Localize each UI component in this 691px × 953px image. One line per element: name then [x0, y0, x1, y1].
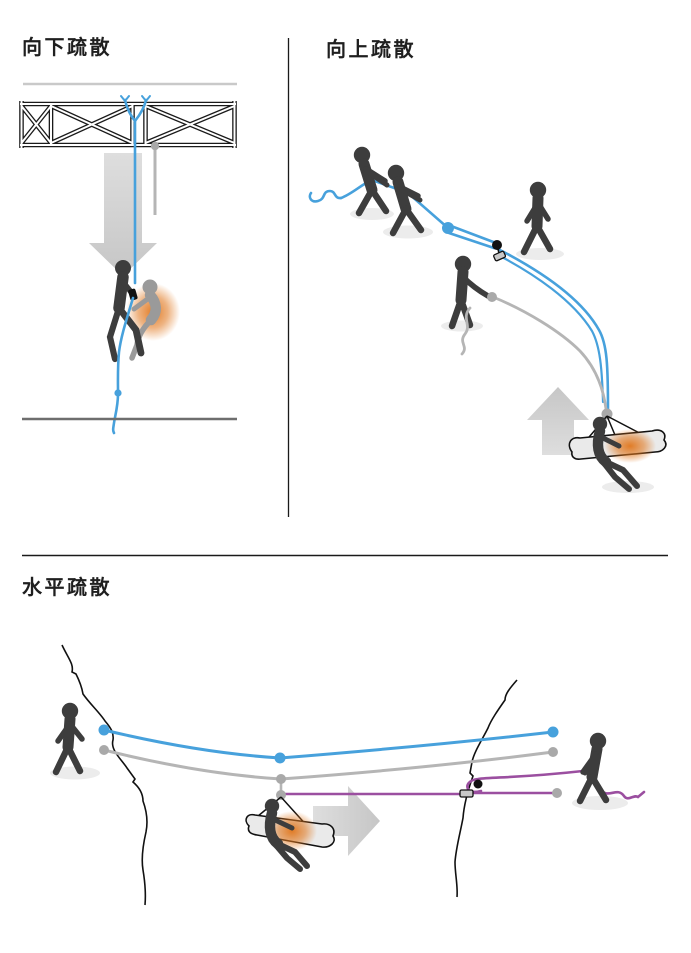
hauler-figure-front	[387, 164, 425, 237]
descent-rope	[120, 95, 151, 285]
track-rope-gray	[103, 748, 554, 781]
belay-rope	[460, 295, 608, 411]
panel-evacuate-horizontal	[50, 644, 646, 906]
rope-tail	[308, 189, 343, 203]
figure-shadows	[50, 766, 628, 810]
roof-truss	[19, 101, 237, 148]
stretcher-assembly	[245, 796, 335, 872]
hauler-figure-rear	[353, 146, 390, 217]
panel-title-evacuate-down: 向下疏散	[22, 35, 112, 59]
belayer-figure	[448, 255, 491, 330]
left-cliff-edge	[61, 644, 148, 906]
descender-device-icon	[128, 288, 138, 301]
rope-tail	[598, 787, 646, 800]
hauler-figure-right	[576, 732, 610, 805]
bystander-figure-left	[52, 702, 85, 776]
right-cliff-edge	[454, 679, 518, 898]
mid-dot-gray	[276, 774, 286, 784]
anchor-dot-blue-left	[98, 724, 110, 736]
mid-dot-blue	[274, 752, 286, 764]
victim-highlight-glow	[604, 429, 656, 463]
panel-title-evacuate-horizontal: 水平疏散	[22, 575, 112, 599]
rope-tail	[460, 306, 472, 356]
stretcher-assembly	[568, 408, 667, 492]
belay-dot	[487, 292, 497, 302]
panel-title-evacuate-up: 向上疏散	[326, 37, 416, 61]
v-anchor-sling	[123, 98, 148, 123]
panel-evacuate-up	[308, 146, 667, 493]
spare-rope	[150, 141, 160, 215]
anchor-dot-gray-right	[548, 747, 558, 757]
trolley-dot	[276, 790, 286, 800]
track-rope-blue	[103, 728, 554, 760]
panel-evacuate-down	[19, 82, 237, 435]
rope-clamp-device	[459, 779, 483, 798]
pulley-dot	[442, 222, 454, 234]
stretcher-attendant-figure	[592, 416, 640, 492]
anchor-dot-gray-left	[99, 745, 109, 755]
right-arrow-icon	[313, 786, 380, 856]
down-arrow-icon	[89, 153, 157, 276]
rope-clamp-device	[492, 240, 507, 262]
walking-figure	[520, 181, 554, 256]
haul-anchor-dot	[552, 788, 562, 798]
anchor-dot	[150, 141, 160, 151]
rope-lower-segment	[111, 296, 135, 435]
anchor-dot-blue-right	[547, 726, 559, 738]
stretcher-attendant-figure	[264, 798, 310, 872]
stopper-knot	[114, 389, 122, 397]
